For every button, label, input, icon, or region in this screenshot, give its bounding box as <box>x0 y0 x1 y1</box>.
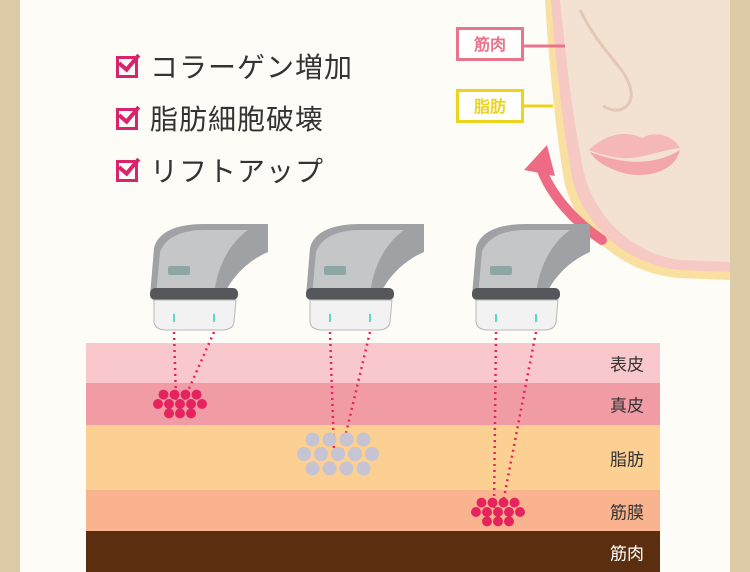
focus-dot <box>471 507 481 517</box>
benefit-label: リフトアップ <box>150 155 325 188</box>
layer-label: 脂肪 <box>610 450 644 470</box>
layer-label: 真皮 <box>610 396 644 417</box>
focus-dot <box>339 432 354 447</box>
benefit-label: コラーゲン増加 <box>150 51 354 84</box>
focus-dot-cluster <box>153 389 207 419</box>
checkbox-icon <box>116 160 138 182</box>
focus-dot <box>305 432 320 447</box>
focus-dot <box>158 389 169 400</box>
focus-dot <box>197 399 207 409</box>
focus-dot <box>186 408 196 419</box>
focus-dot <box>476 497 487 508</box>
focus-dot <box>164 408 174 419</box>
layer-label: 筋膜 <box>610 503 644 523</box>
focus-dot <box>180 389 191 400</box>
checkbox-icon <box>116 56 138 78</box>
lips-shape <box>589 134 680 159</box>
focus-dot <box>493 507 503 517</box>
fat-tag: 脂肪 <box>456 89 524 123</box>
layer-epidermis: 表皮 <box>86 343 660 383</box>
focus-dot <box>348 447 362 461</box>
focus-dot-cluster <box>471 497 525 527</box>
focus-dot <box>482 507 492 517</box>
focus-dot <box>493 516 503 527</box>
ultrasound-beam <box>340 331 372 451</box>
focus-dot <box>504 516 514 527</box>
benefit-item: リフトアップ <box>116 144 353 196</box>
hifu-handpiece-icon <box>306 224 424 331</box>
focus-dot <box>487 497 498 508</box>
hifu-handpiece-icon <box>150 224 268 331</box>
focus-dot <box>186 399 196 409</box>
benefit-item: 脂肪細胞破壊 <box>116 92 353 144</box>
focus-dot <box>314 447 328 461</box>
focus-dot <box>169 389 180 400</box>
layer-fascia: 筋膜 <box>86 490 660 531</box>
checkbox-icon <box>116 108 138 130</box>
lift-arrow-icon <box>524 145 607 245</box>
focus-dot <box>322 432 337 447</box>
focus-dot <box>356 461 371 476</box>
layer-label: 表皮 <box>610 355 644 376</box>
focus-dot <box>164 399 174 409</box>
face-illustration <box>545 0 730 280</box>
layer-muscle: 筋肉 <box>86 531 660 572</box>
ultrasound-beam <box>500 331 538 509</box>
focus-dot <box>175 399 185 409</box>
benefit-item: コラーゲン増加 <box>116 40 353 92</box>
diagram-canvas: コラーゲン増加 脂肪細胞破壊 リフトアップ 筋肉 脂肪 表皮 真皮 脂肪 筋膜 … <box>20 0 730 572</box>
focus-dot <box>297 447 311 461</box>
hifu-handpiece-icon <box>472 224 590 331</box>
focus-dot <box>498 497 509 508</box>
ultrasound-beam <box>182 331 216 401</box>
benefit-list: コラーゲン増加 脂肪細胞破壊 リフトアップ <box>116 40 353 196</box>
focus-dot <box>482 516 492 527</box>
focus-dot <box>356 432 371 447</box>
focus-dot <box>191 389 202 400</box>
ultrasound-beam <box>328 331 336 451</box>
focus-dot <box>504 507 514 517</box>
focus-dot <box>322 461 337 476</box>
focus-dot <box>339 461 354 476</box>
focus-dot-cluster <box>297 432 379 476</box>
skin-layer-stack: 表皮 真皮 脂肪 筋膜 筋肉 <box>86 343 660 572</box>
focus-dot <box>365 447 379 461</box>
focus-dot <box>153 399 163 409</box>
focus-dot <box>509 497 520 508</box>
muscle-tag: 筋肉 <box>456 27 524 61</box>
benefit-label: 脂肪細胞破壊 <box>150 103 325 136</box>
focus-dot <box>305 461 320 476</box>
focus-graphics <box>153 331 538 527</box>
ultrasound-beam <box>492 331 498 509</box>
layer-label: 筋肉 <box>610 544 644 565</box>
focus-dot <box>175 408 185 419</box>
diagram-graphics <box>150 0 730 331</box>
focus-dot <box>331 447 345 461</box>
focus-dot <box>515 507 525 517</box>
